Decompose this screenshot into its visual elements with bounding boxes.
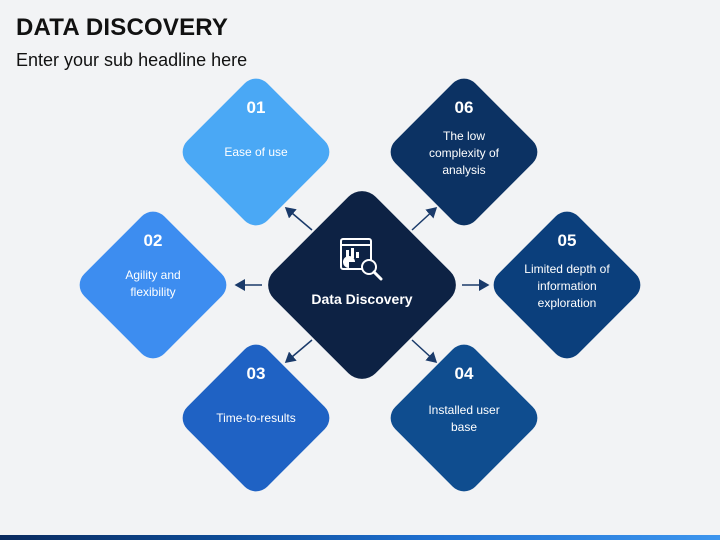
item-01-text: Ease of use — [224, 145, 288, 159]
footer-bar — [0, 535, 720, 540]
item-05: 05 Limited depth of information explorat… — [487, 205, 647, 365]
item-03-number: 03 — [246, 364, 266, 383]
item-02-text: Agility and flexibility — [125, 268, 181, 299]
item-04-text: Installed user base — [428, 403, 500, 434]
item-06-number: 06 — [454, 98, 474, 117]
item-02: 02 Agility and flexibility — [73, 205, 233, 365]
data-analysis-icon — [340, 238, 383, 281]
arrow-to-03 — [284, 339, 313, 363]
item-06-text: The low complexity of analysis — [428, 129, 500, 177]
center-label: Data Discovery — [311, 291, 413, 307]
item-04-number: 04 — [454, 364, 474, 383]
arrow-to-04 — [411, 339, 438, 364]
item-04: 04 Installed user base — [384, 338, 544, 498]
arrow-to-06 — [411, 206, 438, 231]
item-03-text: Time-to-results — [216, 411, 296, 425]
page-subtitle: Enter your sub headline here — [16, 50, 248, 70]
item-01-number: 01 — [246, 98, 266, 117]
item-02-number: 02 — [143, 231, 163, 250]
item-05-number: 05 — [557, 231, 577, 250]
center-diamond — [260, 183, 464, 387]
center-node: Data Discovery — [257, 180, 467, 390]
arrow-to-01 — [284, 207, 313, 231]
item-06: 06 The low complexity of analysis — [384, 72, 544, 232]
item-05-text: Limited depth of information exploration — [524, 262, 610, 310]
item-03: 03 Time-to-results — [176, 338, 336, 498]
item-01: 01 Ease of use — [176, 72, 336, 232]
page-title: DATA DISCOVERY — [16, 14, 229, 41]
